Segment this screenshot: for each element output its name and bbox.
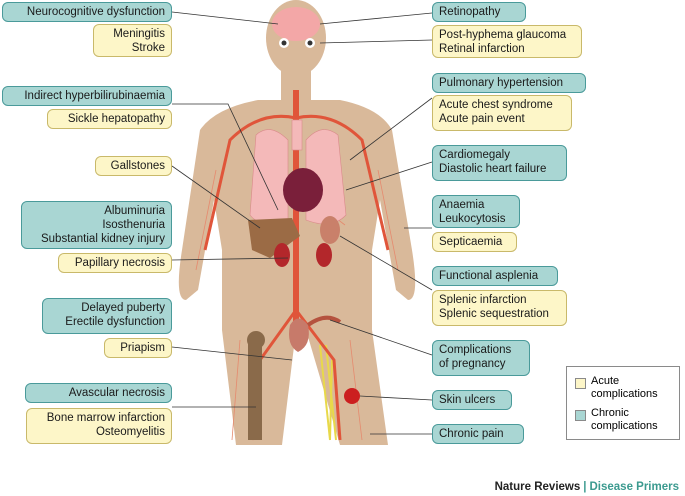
label-neurocognitive: Neurocognitive dysfunction: [2, 2, 172, 22]
label-hyperbilirubinaemia: Indirect hyperbilirubinaemia: [2, 86, 172, 106]
footer-series: Disease Primers: [589, 481, 679, 493]
eyes: [279, 38, 315, 48]
label-sickle-hepatopathy: Sickle hepatopathy: [47, 109, 172, 129]
heart: [283, 168, 323, 212]
spleen: [320, 216, 340, 244]
legend-chronic-swatch: [575, 410, 586, 421]
label-skin-ulcers: Skin ulcers: [432, 390, 512, 410]
footer-credit: Nature Reviews|Disease Primers: [495, 481, 679, 493]
skin-ulcer: [344, 388, 360, 404]
label-septicaemia: Septicaemia: [432, 232, 517, 252]
ovary-tube: [306, 315, 342, 327]
label-functional-asplenia: Functional asplenia: [432, 266, 558, 286]
trachea: [291, 119, 303, 151]
label-gallstones: Gallstones: [95, 156, 172, 176]
label-pulmonary-hypertension: Pulmonary hypertension: [432, 73, 586, 93]
footer-publisher: Nature Reviews: [494, 481, 581, 493]
label-chronic-pain: Chronic pain: [432, 424, 524, 444]
uterus: [289, 318, 309, 352]
femur: [247, 331, 265, 440]
liver: [248, 218, 300, 258]
legend-acute-swatch: [575, 378, 586, 389]
kidneys: [274, 243, 332, 267]
label-priapism: Priapism: [104, 338, 172, 358]
label-avascular-necrosis: Avascular necrosis: [25, 383, 172, 403]
leader-lines: [171, 11, 433, 435]
label-retinopathy: Retinopathy: [432, 2, 526, 22]
footer-separator: |: [583, 481, 587, 493]
nerves: [319, 344, 337, 441]
brain: [272, 7, 320, 41]
label-papillary-necrosis: Papillary necrosis: [58, 253, 172, 273]
